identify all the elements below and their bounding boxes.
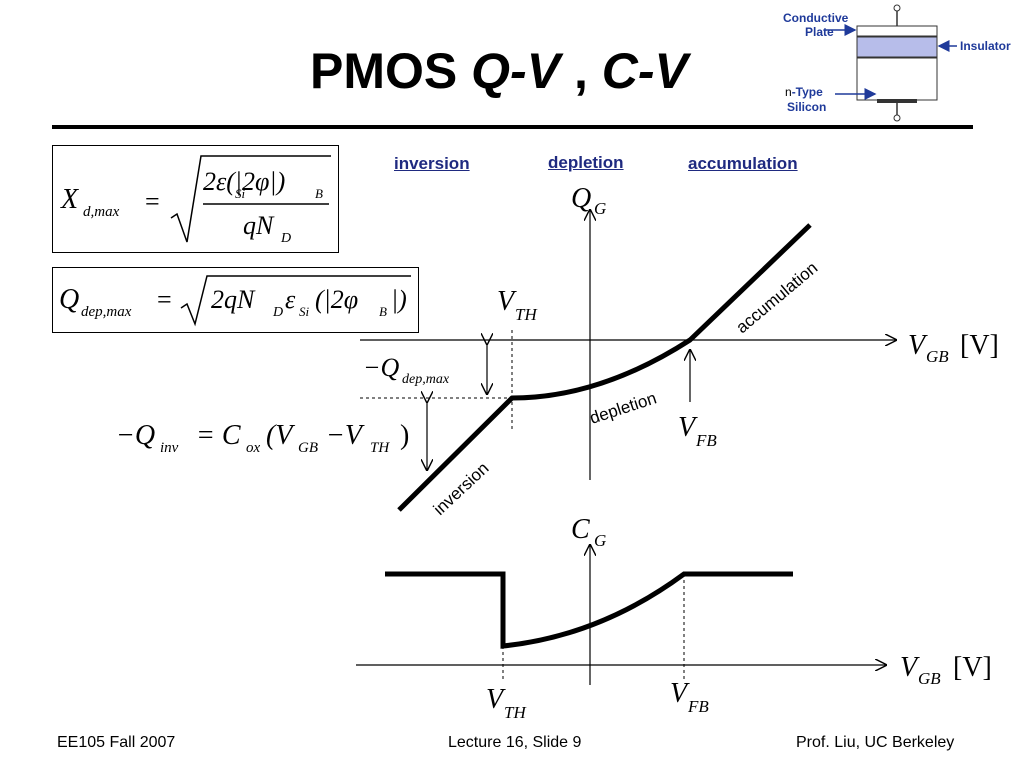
- qinv-vth-sub: TH: [370, 440, 390, 456]
- qdepmax-lhs-sub: dep,max: [81, 304, 132, 320]
- cv-vth-label: V: [486, 684, 506, 715]
- curve-label-accumulation: accumulation: [732, 258, 821, 337]
- cv-x-label: V: [900, 652, 920, 683]
- footer-slide: Lecture 16, Slide 9: [448, 734, 582, 751]
- cv-x-sub: GB: [918, 669, 941, 688]
- conductive-plate: [856, 25, 938, 37]
- xdmax-radical: [170, 155, 331, 243]
- xdmax-lhs-sub: d,max: [83, 204, 120, 220]
- cv-y-label: C: [571, 514, 590, 545]
- title-main: PMOS: [310, 43, 458, 99]
- qinv-cox-sub: ox: [246, 440, 261, 456]
- insulator-layer: [856, 36, 938, 58]
- silicon-label-line2: Silicon: [787, 100, 826, 114]
- qv-y-label: Q: [571, 183, 591, 214]
- qdepmax-equation-box: Q dep,max = 2qN D ε Si (|2φ B |): [52, 267, 419, 333]
- qv-x-label: V: [908, 330, 928, 361]
- slide-title: PMOS Q-V , C-V: [310, 42, 688, 100]
- plate-label-line2: Plate: [805, 25, 834, 39]
- cv-x-unit: [V]: [953, 652, 992, 683]
- cv-y-sub: G: [594, 531, 606, 550]
- qinv-lhs: −Q: [116, 420, 155, 451]
- qdepmax-equation: Q dep,max = 2qN D ε Si (|2φ B |): [59, 275, 411, 327]
- qv-vth-label: V: [497, 286, 517, 317]
- title-cv: C-V: [601, 43, 688, 99]
- region-inversion: inversion: [394, 154, 470, 173]
- qdepmax-tail-sub: B: [379, 304, 387, 319]
- qdepmax-eq: =: [157, 285, 172, 314]
- qinv-eq: = C: [196, 420, 241, 451]
- cv-curve: [385, 571, 793, 649]
- cv-vfb-label: V: [670, 678, 690, 709]
- qv-y-sub: G: [594, 199, 606, 218]
- xdmax-eq: =: [145, 187, 160, 216]
- xdmax-equation: X d,max = 2ε(|2φ|) Si B qN D: [60, 155, 331, 246]
- cv-vfb-sub: FB: [687, 697, 709, 716]
- xdmax-lhs: X: [60, 184, 79, 215]
- xdmax-equation-box: X d,max = 2ε(|2φ|) Si B qN D: [52, 145, 339, 253]
- capacitor-diagram: Conductive Plate Insulator n-Type Silico…: [783, 4, 1011, 122]
- bottom-contact: [877, 99, 917, 103]
- xdmax-denom-sub: D: [280, 231, 291, 246]
- qv-x-sub: GB: [926, 347, 949, 366]
- qinv-paren: (V: [266, 420, 295, 451]
- qv-vfb-sub: FB: [695, 431, 717, 450]
- xdmax-numer: 2ε(|2φ|): [203, 167, 285, 196]
- footer-course: EE105 Fall 2007: [57, 734, 176, 751]
- qdepmax-eps: ε: [285, 285, 296, 314]
- bottom-terminal: [893, 114, 901, 122]
- silicon-label-prefix: n: [785, 85, 792, 99]
- qinv-lhs-sub: inv: [160, 440, 179, 456]
- qv-vfb-label: V: [678, 412, 698, 443]
- qdepmax-radical: [180, 275, 411, 327]
- title-rule: [52, 125, 973, 129]
- qv-curve: [397, 223, 812, 512]
- minus-qdep-sub: dep,max: [402, 372, 450, 387]
- title-qv: Q-V: [471, 43, 561, 99]
- qdepmax-body-sub: D: [272, 305, 283, 320]
- insulator-label: Insulator: [960, 39, 1011, 53]
- qdepmax-body: 2qN: [211, 285, 256, 314]
- xdmax-numer-si: Si: [235, 186, 246, 201]
- curve-label-depletion: depletion: [587, 388, 659, 427]
- qdepmax-eps-sub: Si: [299, 304, 310, 319]
- qdepmax-tail: (|2φ: [315, 285, 358, 314]
- title-sep: ,: [573, 43, 588, 99]
- qdepmax-lhs: Q: [59, 284, 79, 315]
- footer-author: Prof. Liu, UC Berkeley: [796, 734, 955, 751]
- region-accumulation: accumulation: [688, 154, 798, 173]
- minus-qdep-label: −Q: [363, 353, 400, 382]
- plate-label-line1: Conductive: [783, 11, 849, 25]
- silicon-label-type: -Type: [792, 85, 823, 99]
- region-depletion: depletion: [548, 153, 624, 172]
- cv-vth-sub: TH: [504, 703, 527, 722]
- qv-vth-sub: TH: [515, 305, 538, 324]
- qinv-vgb-sub: GB: [298, 440, 318, 456]
- qinv-close: ): [400, 420, 409, 451]
- qv-x-unit: [V]: [960, 330, 999, 361]
- qdepmax-close: |): [391, 285, 407, 314]
- qinv-minus: −V: [326, 420, 365, 451]
- xdmax-denom: qN: [243, 211, 275, 240]
- svg-text:n-Type: n-Type: [785, 85, 823, 99]
- xdmax-numer-b: B: [315, 186, 323, 201]
